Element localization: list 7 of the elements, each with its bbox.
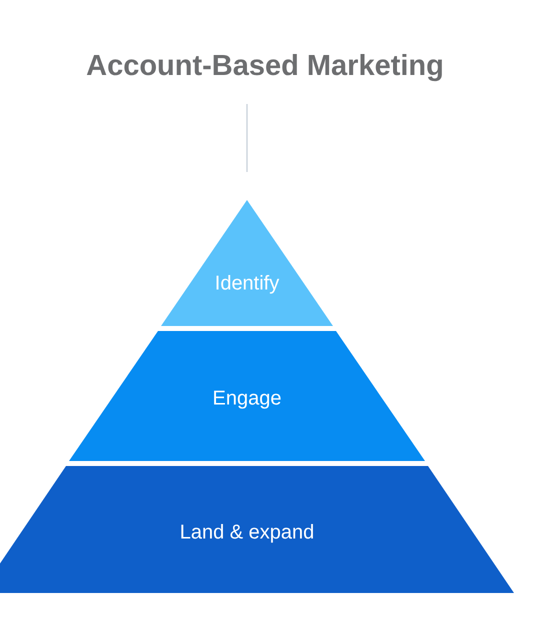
pyramid-tier [0, 466, 514, 593]
tier-label: Engage [212, 388, 282, 410]
tier-label: Identify [214, 272, 280, 296]
tier-label: Land & expand [180, 522, 314, 544]
pyramid-tier [161, 200, 333, 326]
diagram-title: Account-Based Marketing [85, 50, 445, 83]
pyramid-tier [69, 331, 425, 461]
